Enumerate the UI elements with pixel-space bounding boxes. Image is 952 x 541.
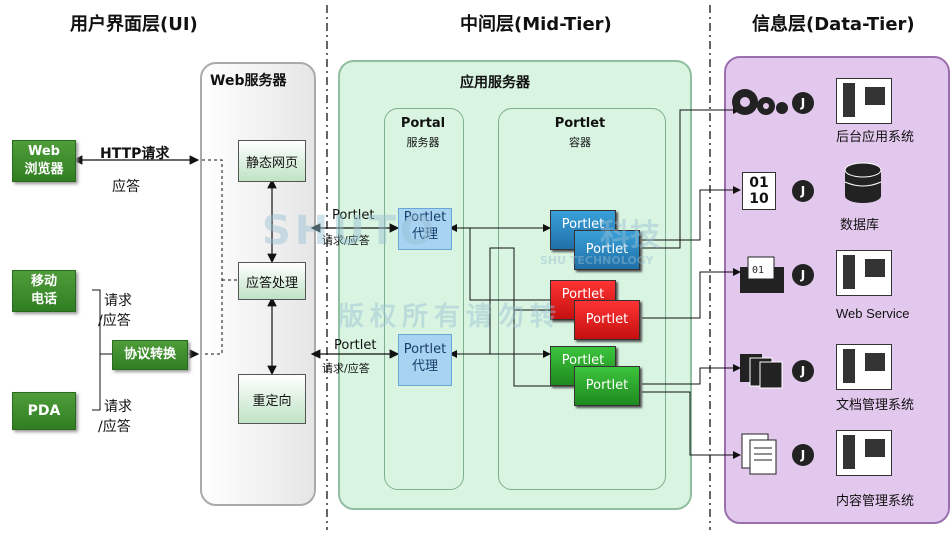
portlet-container-subtitle: 容器 — [569, 136, 591, 149]
connector-icon: J — [792, 180, 814, 202]
watermark-copyright: 版权所有请勿转 — [338, 302, 563, 332]
response-label: 应答 — [112, 179, 140, 195]
connector-icon: J — [792, 92, 814, 114]
redirect-box: 重定向 — [238, 374, 306, 424]
documents-icon — [740, 354, 783, 389]
portal-server-subtitle: 服务器 — [406, 136, 440, 149]
portlet-proxy-top: Portlet 代理 — [398, 208, 452, 250]
content-management-label: 内容管理系统 — [836, 494, 915, 509]
database-label: 数据库 — [840, 218, 880, 233]
portal-server-title: Portal — [400, 116, 446, 131]
server-icon — [836, 430, 892, 476]
portlet-proxy-bottom: Portlet 代理 — [398, 334, 452, 386]
app-server-title: 应用服务器 — [460, 75, 530, 91]
server-icon — [836, 78, 892, 124]
portal-server-box — [384, 108, 464, 490]
mobile-request-label: 请求 — [104, 293, 132, 309]
binary-data-icon: 01 10 — [742, 172, 776, 210]
portlet-request-label-bottom: Portlet — [334, 338, 377, 353]
connector-icon: J — [792, 444, 814, 466]
pda-response-label: /应答 — [98, 419, 131, 435]
web-server-title: Web服务器 — [210, 73, 287, 89]
portlet-response-label-top: 请求/应答 — [322, 234, 370, 247]
portlet-container-title: Portlet — [554, 116, 606, 131]
proxy-top-sublabel: 代理 — [411, 227, 438, 242]
connector-icon: J — [792, 264, 814, 286]
portlet-response-label-bottom: 请求/应答 — [322, 362, 370, 375]
portlet-green-front: Portlet — [574, 366, 640, 406]
mid-tier-title: 中间层(Mid-Tier) — [460, 14, 612, 35]
pda-request-label: 请求 — [104, 399, 132, 415]
data-tier-title: 信息层(Data-Tier) — [752, 14, 915, 35]
svg-text:01: 01 — [752, 265, 764, 276]
server-icon — [836, 250, 892, 296]
http-request-label: HTTP请求 — [100, 146, 170, 162]
response-handler-box: 应答处理 — [238, 262, 306, 300]
watermark-logo: SHUTO — [262, 208, 439, 254]
portlet-red-front: Portlet — [574, 300, 640, 340]
pda-box: PDA — [12, 392, 76, 430]
ui-tier-title: 用户界面层(UI) — [70, 14, 198, 35]
portlet-blue-front: Portlet — [574, 230, 640, 270]
gears-icon — [732, 89, 788, 115]
doc-management-label: 文档管理系统 — [836, 398, 915, 413]
backend-system-label: 后台应用系统 — [836, 130, 915, 145]
database-icon — [844, 162, 882, 203]
static-page-box: 静态网页 — [238, 140, 306, 182]
mobile-response-label: /应答 — [98, 313, 131, 329]
watermark-tech: 科技 — [600, 218, 660, 253]
pages-icon — [741, 433, 777, 475]
proxy-bottom-label: Portlet — [403, 342, 447, 357]
web-service-label: Web Service — [836, 306, 910, 321]
protocol-conversion-box: 协议转换 — [112, 340, 188, 370]
connector-icon: J — [792, 360, 814, 382]
proxy-top-label: Portlet — [403, 210, 447, 225]
server-icon — [836, 344, 892, 390]
watermark-sub: SHU TECHNOLOGY — [540, 254, 654, 267]
portlet-request-label-top: Portlet — [332, 208, 375, 223]
web-browser-box: Web 浏览器 — [12, 140, 76, 182]
mobile-phone-box: 移动 电话 — [12, 270, 76, 312]
proxy-bottom-sublabel: 代理 — [411, 359, 438, 374]
file-cabinet-icon: 01 — [740, 256, 784, 293]
